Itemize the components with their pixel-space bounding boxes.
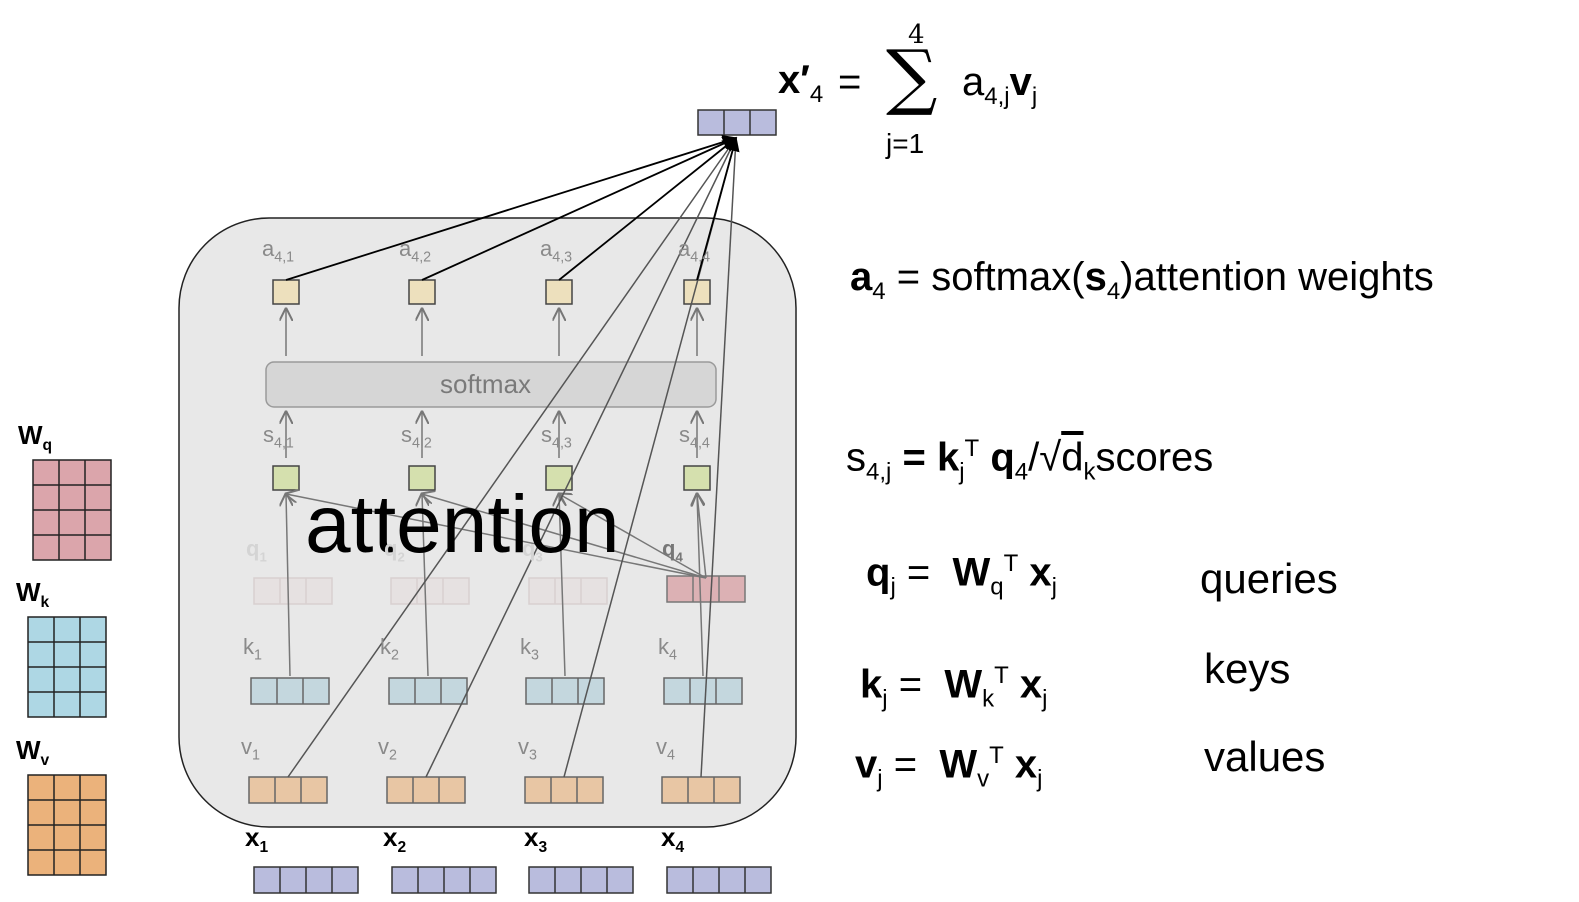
value-vector-3 bbox=[524, 776, 604, 804]
weight-to-output-arrow bbox=[421, 136, 738, 281]
queries-label: queries bbox=[1200, 555, 1338, 602]
key-label-4: k4 bbox=[658, 634, 677, 664]
query-to-score-arrow bbox=[697, 494, 707, 579]
eq-scores: s4,j = kjT q4/√dkscores bbox=[846, 435, 1214, 486]
value-vector-1 bbox=[248, 776, 328, 804]
input-label-2: x2 bbox=[383, 822, 407, 857]
query-label-4: q4 bbox=[662, 536, 683, 565]
a-box-1 bbox=[272, 279, 300, 305]
attention-weight-label-4: a4,4 bbox=[678, 236, 711, 266]
softmax-label: softmax bbox=[440, 369, 532, 399]
key-to-score-arrow bbox=[559, 494, 565, 677]
attention-weight-label-2: a4,2 bbox=[399, 236, 432, 266]
query-vector-4 bbox=[666, 575, 746, 603]
s-box-1 bbox=[272, 465, 300, 491]
a-box-3 bbox=[545, 279, 573, 305]
sum-lower-bound: j=1 bbox=[886, 128, 925, 159]
query-vector-faint-3 bbox=[528, 577, 608, 605]
output-vector bbox=[697, 109, 777, 136]
value-vector-2 bbox=[386, 776, 466, 804]
input-label-1: x1 bbox=[245, 822, 269, 857]
score-label-3: s4,3 bbox=[541, 422, 572, 452]
output-eq-rhs: a4,jvj bbox=[962, 60, 1038, 110]
value-label-1: v1 bbox=[241, 734, 260, 764]
value-to-output-line bbox=[700, 137, 737, 778]
weight-to-output-arrow bbox=[558, 137, 738, 281]
value-label-2: v2 bbox=[378, 734, 397, 764]
value-label-4: v4 bbox=[656, 734, 675, 764]
output-eq-lhs: x′4 bbox=[778, 58, 824, 108]
query-label-1: q1 bbox=[246, 536, 267, 565]
key-label-1: k1 bbox=[243, 634, 262, 664]
value-to-output-line bbox=[287, 137, 737, 778]
eq-queries: qj = WqT xj bbox=[866, 550, 1058, 601]
weight-to-output-arrow bbox=[696, 136, 740, 281]
value-to-output-line bbox=[425, 137, 737, 778]
value-vector-4 bbox=[661, 776, 741, 804]
key-to-score-arrow bbox=[697, 494, 703, 677]
s-box-2 bbox=[408, 465, 436, 491]
score-label-4: s4,4 bbox=[679, 422, 710, 452]
key-to-score-arrow bbox=[422, 494, 428, 677]
weight-to-output-arrow bbox=[285, 135, 738, 281]
attention-weight-label-1: a4,1 bbox=[262, 236, 295, 266]
weight-matrix-label-1: Wq bbox=[18, 420, 53, 455]
value-label-3: v3 bbox=[518, 734, 537, 764]
key-label-2: k2 bbox=[380, 634, 399, 664]
query-vector-faint-1 bbox=[253, 577, 333, 605]
sum-upper-bound: 4 bbox=[908, 20, 925, 50]
key-vector-2 bbox=[388, 677, 468, 705]
sum-sign: ∑ bbox=[886, 34, 938, 118]
query-to-score-arrow bbox=[422, 494, 707, 579]
key-vector-4 bbox=[663, 677, 743, 705]
key-to-score-arrow bbox=[286, 494, 290, 677]
attention-weight-label-3: a4,3 bbox=[540, 236, 573, 266]
keys-label: keys bbox=[1204, 645, 1291, 692]
weight-matrix-label-3: Wv bbox=[16, 735, 50, 770]
query-vector-faint-2 bbox=[390, 577, 470, 605]
score-label-1: s4,1 bbox=[263, 422, 294, 452]
softmax-bar bbox=[265, 361, 717, 408]
query-label-3: q3 bbox=[522, 536, 543, 565]
key-label-3: k3 bbox=[520, 634, 539, 664]
eq-attention-weights: a4 = softmax(s4)attention weights bbox=[850, 255, 1434, 305]
s-box-4 bbox=[683, 465, 711, 491]
key-vector-3 bbox=[525, 677, 605, 705]
a-box-2 bbox=[408, 279, 436, 305]
key-vector-1 bbox=[250, 677, 330, 705]
eq-keys: kj = WkT xj bbox=[860, 662, 1048, 713]
values-label: values bbox=[1204, 733, 1326, 780]
weight-matrix-label-2: Wk bbox=[16, 577, 50, 612]
query-to-score-arrow bbox=[286, 494, 707, 579]
attention-title: attention bbox=[305, 479, 620, 570]
query-label-2: q2 bbox=[384, 536, 405, 565]
score-label-2: s4,2 bbox=[401, 422, 432, 452]
input-label-3: x3 bbox=[524, 822, 548, 857]
eq-values: vj = WvT xj bbox=[855, 742, 1043, 793]
query-to-score-arrow bbox=[559, 494, 707, 579]
input-label-4: x4 bbox=[661, 822, 685, 857]
a-box-4 bbox=[683, 279, 711, 305]
output-eq-equals: = bbox=[838, 60, 862, 104]
